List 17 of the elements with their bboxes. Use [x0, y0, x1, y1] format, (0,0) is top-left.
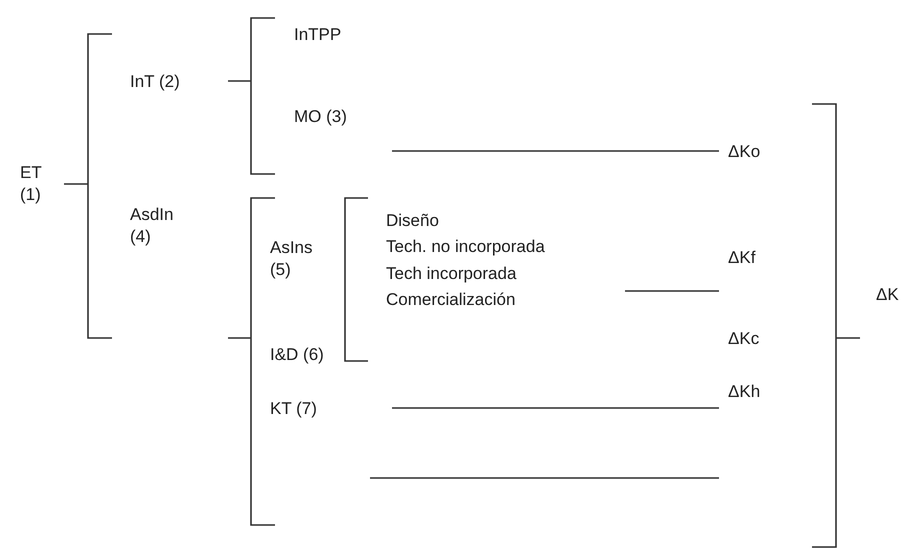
term-label: ΔKc [728, 328, 760, 350]
term-label: AsdIn (4) [130, 204, 174, 248]
term-label: ΔK [876, 284, 899, 306]
term-label: ΔKf [728, 247, 756, 269]
term-label: Diseño [386, 210, 439, 232]
term-label: ΔKh [728, 381, 760, 403]
term-label: InTPP [294, 24, 342, 46]
term-label: I&D (6) [270, 344, 324, 366]
term-label: Tech incorporada [386, 263, 516, 285]
term-label: AsIns (5) [270, 237, 314, 281]
term-label: InT (2) [130, 71, 180, 93]
term-label: ΔKo [728, 141, 760, 163]
term-label: Tech. no incorporada [386, 236, 545, 258]
term-label: MO (3) [294, 106, 347, 128]
term-label: KT (7) [270, 398, 317, 420]
term-label: ET (1) [20, 162, 42, 206]
term-label: Comercialización [386, 289, 516, 311]
